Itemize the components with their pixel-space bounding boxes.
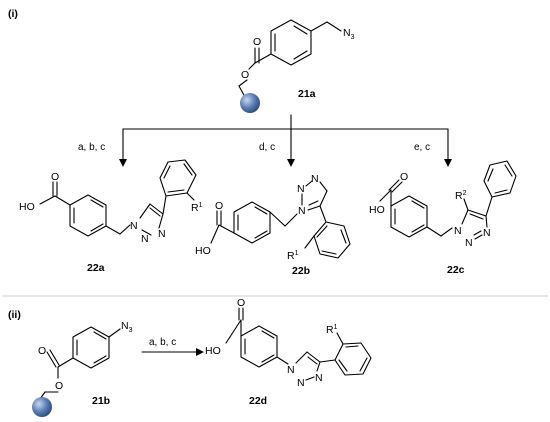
atom-N3-21b: N3	[121, 320, 133, 334]
atom-O-22d: O	[237, 297, 245, 309]
atom-HO-22d: HO	[205, 345, 221, 357]
atom-N1-22a: N	[130, 220, 138, 232]
resin-bead-21b	[32, 397, 52, 417]
conditions-22b: d, c	[259, 142, 275, 153]
structure-22c: O HO N N N R2 22c	[369, 160, 517, 276]
arrow-ii-head	[196, 348, 204, 356]
atom-R1-22a: R1	[191, 202, 203, 214]
atom-O-ester-21b: O	[55, 380, 63, 392]
branch-arrows	[119, 114, 452, 167]
atom-N1-22c: N	[454, 225, 462, 237]
atom-N3-22d: N	[315, 372, 323, 384]
atom-N3-22a: N	[158, 228, 166, 240]
atom-N1-22d: N	[287, 364, 295, 376]
panel-label-ii: (ii)	[8, 309, 21, 321]
atom-N2-22a: N	[141, 233, 149, 245]
atom-N2-22c: N	[465, 237, 473, 249]
atom-HO-22c: HO	[369, 204, 385, 216]
atom-N3: N3	[343, 27, 355, 41]
conditions-22c: e, c	[414, 142, 430, 153]
structure-22d: O HO N N N R1 22d	[205, 297, 372, 407]
conditions-22a: a, b, c	[78, 142, 105, 153]
atom-HO-22b: HO	[195, 245, 211, 257]
panel-label-i: (i)	[8, 8, 18, 20]
compound-22b: 22b	[292, 265, 310, 277]
structure-21b: N3 O O 21b	[32, 320, 133, 417]
conditions-22d: a, b, c	[149, 337, 176, 348]
atom-N2-22d: N	[297, 377, 305, 389]
atom-O-ester: O	[241, 69, 249, 81]
compound-21a: 21a	[298, 88, 316, 100]
compound-21b: 21b	[92, 395, 110, 407]
structure-21a: N3 O O 21a	[238, 19, 355, 113]
atom-R1-22b: R1	[287, 250, 299, 262]
atom-N3-22b: N	[311, 173, 319, 185]
atom-O-22c: O	[400, 171, 408, 183]
atom-N3-22c: N	[483, 227, 491, 239]
compound-22c: 22c	[447, 264, 465, 276]
atom-O-carbonyl-21b: O	[38, 345, 46, 357]
atom-O-carbonyl: O	[253, 36, 261, 48]
atom-HO-22a: HO	[19, 201, 35, 213]
structure-22a: O HO N N N R1 22a	[19, 159, 203, 274]
atom-R1-22d: R1	[326, 324, 338, 336]
atom-N1-22b: N	[298, 205, 306, 217]
compound-22d: 22d	[249, 395, 267, 407]
resin-bead-21a	[240, 93, 260, 113]
structure-22b: O HO N N N R1 22b	[195, 173, 351, 277]
atom-N2-22b: N	[297, 183, 305, 195]
atom-O-22b: O	[215, 200, 223, 212]
atom-O-22a: O	[51, 171, 59, 183]
atom-R2-22c: R2	[455, 190, 467, 202]
compound-22a: 22a	[87, 262, 105, 274]
